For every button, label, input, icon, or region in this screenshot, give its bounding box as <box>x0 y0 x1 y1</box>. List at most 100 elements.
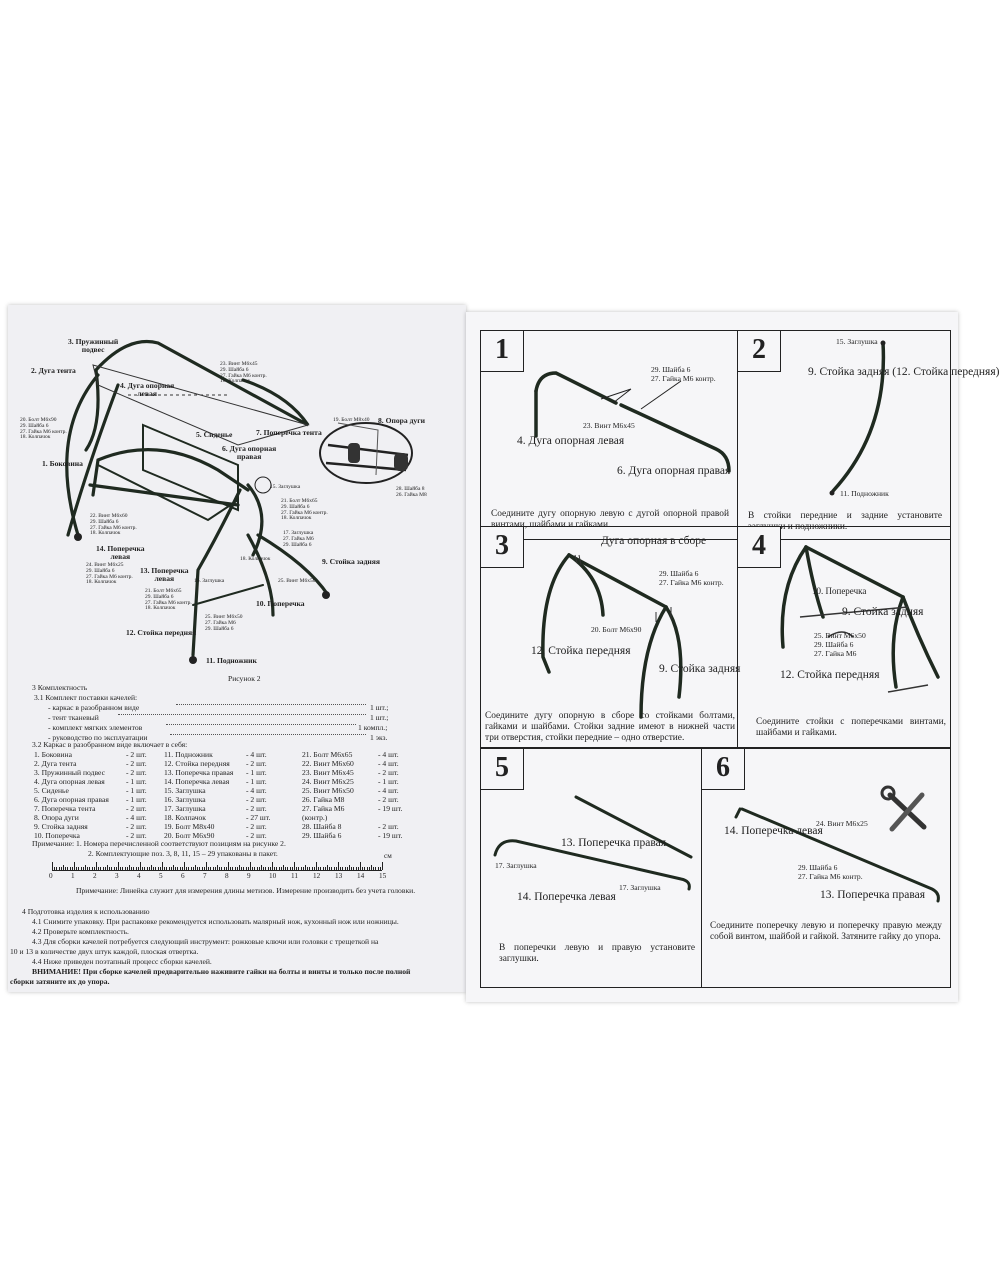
ruler-tick <box>329 867 331 870</box>
ruler-tick <box>82 867 84 870</box>
part-qty: - 2 шт. <box>246 795 267 804</box>
ruler-tick <box>157 867 159 870</box>
ruler-tick <box>291 867 293 870</box>
step-1-number: 1 <box>480 330 524 372</box>
step-5-label-plug-right: 17. Заглушка <box>619 883 661 892</box>
step-3-panel: 3 Дуга опорная в сборе 29. Шайба 6 27. Г… <box>480 526 741 748</box>
ruler-tick <box>223 867 225 870</box>
ruler-number: 8 <box>225 872 229 880</box>
hardware-right: 21. Болт М6х65 29. Шайба 6 27. Гайка М6 … <box>281 498 328 522</box>
step-6-label-right: 13. Поперечка правая <box>820 889 925 901</box>
label-seat: 5. Сиденье <box>196 430 233 439</box>
ruler-tick <box>219 867 221 870</box>
ruler-tick <box>175 867 177 870</box>
step-5-number: 5 <box>480 748 524 790</box>
ruler-tick <box>195 865 196 870</box>
ruler-tick <box>129 865 130 870</box>
step-3-number: 3 <box>480 526 524 568</box>
step-4-3-cont: 10 и 13 в количестве двух штук каждой, п… <box>10 947 199 956</box>
ruler-tick <box>247 867 249 870</box>
label-cap-15: 15. Заглушка <box>270 484 301 490</box>
label-foot: 11. Подножник <box>206 656 257 665</box>
ruler-tick <box>274 867 276 870</box>
ruler-tick <box>243 867 245 870</box>
hardware-top: 23. Винт М6х45 29. Шайба 6 27. Гайка М6 … <box>220 361 267 385</box>
ruler-tick <box>267 867 269 870</box>
ruler-tick <box>111 867 113 870</box>
ruler-tick <box>91 867 93 870</box>
wrench-screwdriver-icon <box>880 785 927 832</box>
step-4-1: 4.1 Снимите упаковку. При распаковке рек… <box>32 917 399 926</box>
ruler-tick <box>76 867 78 870</box>
supply-qty: 1 шт.; <box>370 703 389 712</box>
part-name: 20. Болт М6х90 <box>164 831 215 840</box>
ruler-tick <box>87 867 89 870</box>
ruler-number: 15 <box>379 872 387 880</box>
step-4-label-crossbar: 10. Поперечка <box>812 586 867 596</box>
warning-line-2: сборки затяните их до упора. <box>10 977 110 986</box>
supply-name: - тент тканевый <box>48 713 99 722</box>
part-name: 19. Болт М8х40 <box>164 822 215 831</box>
ruler-tick <box>168 867 170 870</box>
ruler-number: 9 <box>247 872 251 880</box>
label-screw-25: 25. Винт М6х50 <box>278 578 316 584</box>
dotted-leader <box>166 724 356 725</box>
ruler-tick <box>300 867 302 870</box>
ruler-tick <box>230 867 232 870</box>
ruler-tick <box>188 867 190 870</box>
ruler-tick <box>164 867 166 870</box>
ruler-tick <box>151 865 152 870</box>
ruler-tick <box>296 867 298 870</box>
part-name: 1. Боковина <box>34 750 72 759</box>
part-qty: - 1 шт. <box>246 777 267 786</box>
ruler-tick <box>234 867 236 870</box>
step-3-label-rear-post: 9. Стойка задняя <box>659 663 741 675</box>
ruler-tick <box>280 867 282 870</box>
step-4-caption: Соедините стойки с поперечками винтами, … <box>756 717 946 738</box>
part-name: 25. Винт М6х50 <box>302 786 354 795</box>
ruler-tick <box>137 867 139 870</box>
part-name: 6. Дуга опорная правая <box>34 795 109 804</box>
ruler-tick <box>190 867 192 870</box>
step-4-number: 4 <box>737 526 781 568</box>
part-name: 18. Колпачок <box>164 813 206 822</box>
left-instruction-page: 3. Пружинный подвес 2. Дуга тента 4. Дуг… <box>8 305 466 992</box>
step-5-label-plug-left: 17. Заглушка <box>495 861 537 870</box>
ruler-tick <box>56 867 58 870</box>
ruler-tick <box>316 862 317 870</box>
step-2-label-plug: 15. Заглушка <box>836 337 878 346</box>
label-plug-16: 16. Заглушка <box>194 578 225 584</box>
ruler-tick <box>340 867 342 870</box>
part-qty: - 4 шт. <box>246 786 267 795</box>
ruler-tick <box>208 867 210 870</box>
label-bolt-m8: 19. Болт М8х40 <box>333 417 370 423</box>
ruler-tick <box>170 867 172 870</box>
ruler-tick <box>278 867 280 870</box>
label-crossbar-13: 13. Поперечка левая <box>140 566 189 583</box>
ruler-tick <box>214 867 216 870</box>
ruler-number: 4 <box>137 872 141 880</box>
ruler-tick <box>239 865 240 870</box>
ruler-tick <box>349 865 350 870</box>
note-2: 2. Комплектующие поз. 3, 8, 11, 15 – 29 … <box>88 849 278 858</box>
section4-title: 4 Подготовка изделия к использованию <box>22 907 150 916</box>
ruler-tick <box>113 867 115 870</box>
hardware-m6x65: 21. Болт М6х65 29. Шайба 6 27. Гайка М6 … <box>145 588 192 612</box>
step-6-label-left: 14. Поперечка левая <box>724 825 823 837</box>
ruler-tick <box>67 867 69 870</box>
ruler-tick <box>192 867 194 870</box>
ruler-tick <box>54 867 56 870</box>
step-2-label-foot: 11. Подножник <box>840 489 889 498</box>
part-qty: - 2 шт. <box>126 768 147 777</box>
ruler-tick <box>353 867 355 870</box>
ruler-tick <box>302 867 304 870</box>
step-1-label-washer: 29. Шайба 6 27. Гайка М6 контр. <box>651 365 716 383</box>
ruler-tick <box>221 867 223 870</box>
ruler-tick <box>131 867 133 870</box>
step-4-diagram <box>780 545 940 693</box>
part-name: 2. Дуга тента <box>34 759 77 768</box>
ruler-tick <box>307 867 309 870</box>
step-6-label-screw: 24. Винт М6х25 <box>816 819 868 828</box>
